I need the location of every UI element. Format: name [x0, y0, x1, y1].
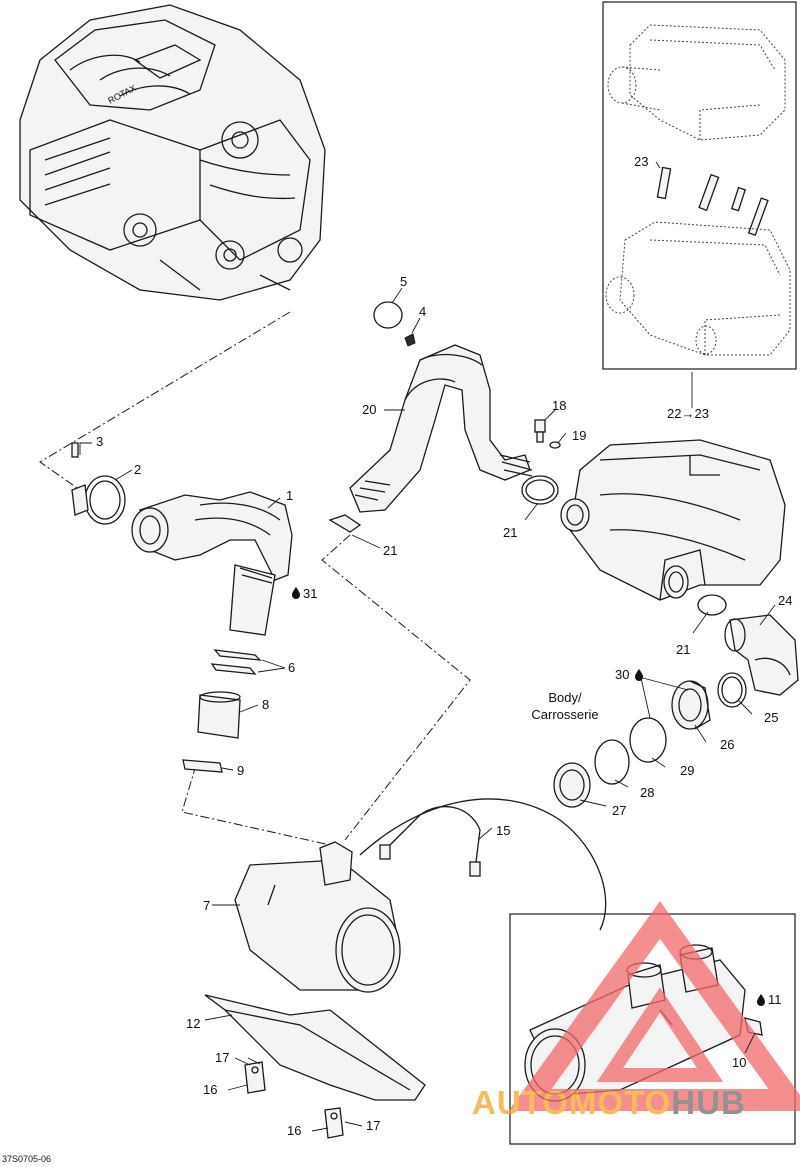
callout-31: 31 — [303, 586, 317, 601]
clamp-21-upper — [521, 475, 559, 505]
callout-21-middle: 21 — [503, 525, 517, 540]
callout-28: 28 — [640, 785, 654, 800]
callout-8: 8 — [262, 697, 269, 712]
callout-4: 4 — [419, 304, 426, 319]
screw-4 — [404, 333, 416, 347]
callout-16-lower: 16 — [287, 1123, 301, 1138]
bolt-18 — [534, 419, 546, 443]
callout-30: 30 — [615, 667, 629, 682]
resonator-ghost-bottom — [605, 221, 791, 356]
callout-25: 25 — [764, 710, 778, 725]
callout-6: 6 — [288, 660, 295, 675]
stud-3 — [71, 442, 79, 458]
guide-line-pipe-to-muffler — [181, 764, 331, 846]
guide-line-clamp-to-muffler — [321, 534, 471, 841]
arrow-right-icon: → — [681, 406, 694, 421]
callout-15: 15 — [496, 823, 510, 838]
o-ring-5 — [373, 301, 403, 329]
callout-16-upper: 16 — [203, 1082, 217, 1097]
callout-11: 11 — [768, 992, 782, 1007]
clamp-2 — [71, 475, 126, 525]
ring-28 — [594, 739, 630, 785]
callout-3: 3 — [96, 434, 103, 449]
oil-drop-icon-31 — [292, 587, 300, 599]
pipe-24 — [724, 614, 799, 696]
guide-line-engine-to-manifold — [39, 311, 291, 491]
callout-22: 22 — [667, 406, 681, 421]
oil-drop-icon-30 — [635, 669, 643, 681]
resonator-inset-frame — [602, 1, 797, 370]
engine-illustration: ROTAX — [19, 4, 326, 301]
watermark-part-auto: AUTO — [472, 1084, 569, 1121]
callout-2: 2 — [134, 462, 141, 477]
body-note-line1: Body/ — [548, 690, 582, 705]
body-note-line2: Carrosserie — [531, 707, 598, 722]
svg-text:AUTOMOTOHUB: AUTOMOTOHUB — [472, 1084, 746, 1121]
callout-7: 7 — [203, 898, 210, 913]
muffler-arc-line — [359, 798, 607, 931]
figure-code: 37S0705-06 — [2, 1154, 51, 1164]
watermark: AUTOMOTOHUB — [472, 901, 800, 1121]
callout-5: 5 — [400, 274, 407, 289]
callout-17-lower: 17 — [366, 1118, 380, 1133]
callout-27: 27 — [612, 803, 626, 818]
washer-19 — [549, 441, 561, 449]
o-ring-29 — [629, 717, 667, 763]
strap-15 — [379, 805, 481, 877]
clamp-21-right — [697, 594, 727, 616]
callout-29: 29 — [680, 763, 694, 778]
adapter-26 — [671, 680, 711, 730]
callout-23: 23 — [634, 154, 648, 169]
heat-shield-12 — [204, 994, 426, 1101]
callout-1: 1 — [286, 488, 293, 503]
nut-27 — [553, 762, 591, 808]
watermark-part-moto: MOTO — [569, 1084, 671, 1121]
gasket-9 — [182, 759, 223, 773]
resonator-pins — [656, 166, 769, 237]
callout-26: 26 — [720, 737, 734, 752]
callout-21-right: 21 — [676, 642, 690, 657]
bracket-16-17-lower — [324, 1107, 344, 1139]
resonator-ghost-top — [607, 24, 786, 141]
callout-20: 20 — [362, 402, 376, 417]
resonator-22 — [560, 439, 786, 601]
watermark-part-hub: HUB — [671, 1084, 746, 1121]
manifold-pipe-1 — [131, 491, 293, 636]
callout-23-inset-ref: 23 — [694, 406, 708, 421]
clamp-25 — [717, 672, 747, 708]
callout-12: 12 — [186, 1016, 200, 1031]
callout-9: 9 — [237, 763, 244, 778]
callout-labels: 1 2 3 4 5 6 7 8 9 10 11 12 15 16 16 17 1… — [96, 154, 792, 1138]
callout-10: 10 — [732, 1055, 746, 1070]
oil-drop-icon-11 — [757, 994, 765, 1006]
callout-24: 24 — [778, 593, 792, 608]
callout-17-upper: 17 — [215, 1050, 229, 1065]
clamp-21-left — [328, 514, 362, 533]
leader-lines — [79, 161, 776, 1132]
callout-22-to-23: 22→23 — [667, 406, 709, 421]
sleeve-8 — [197, 691, 241, 739]
gaskets-6 — [210, 649, 262, 675]
callout-19: 19 — [572, 428, 586, 443]
muffler-7 — [234, 841, 401, 993]
callout-21-left: 21 — [383, 543, 397, 558]
bracket-16-17-upper — [244, 1061, 266, 1094]
callout-18: 18 — [552, 398, 566, 413]
pipe-20 — [349, 344, 533, 513]
